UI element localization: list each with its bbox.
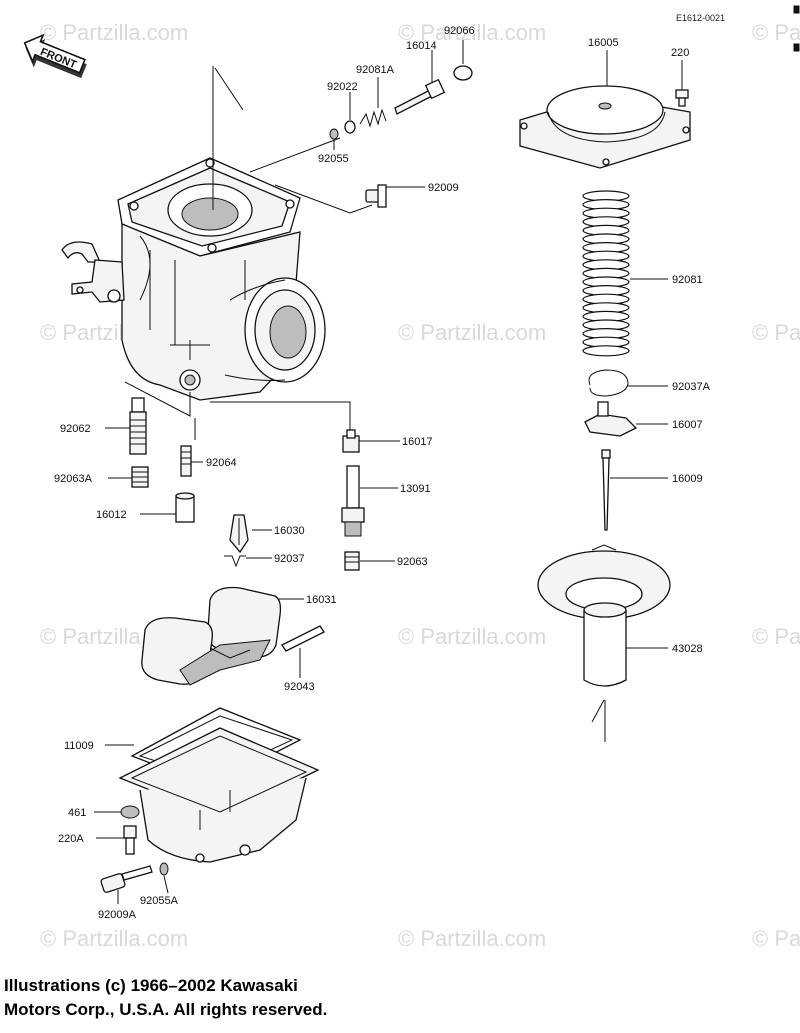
part-92037A — [588, 369, 629, 397]
callout-16030: 16030 — [274, 525, 305, 537]
part-92009A — [100, 865, 153, 893]
part-220 — [675, 89, 689, 107]
callout-13091: 13091 — [400, 483, 431, 495]
callout-92064: 92064 — [206, 457, 237, 469]
copyright-notice: Illustrations (c) 1966–2002 Kawasaki Mot… — [4, 974, 327, 1022]
part-92055A — [159, 862, 169, 876]
spring-coil — [582, 345, 630, 357]
watermark-text: © Partzilla.com — [752, 320, 800, 345]
callout-92066: 92066 — [444, 25, 475, 37]
part-43028 — [537, 544, 671, 687]
part-92043 — [281, 625, 325, 652]
watermark-text: © Partzilla.com — [398, 20, 546, 45]
callout-16017: 16017 — [402, 436, 433, 448]
callout-16031: 16031 — [306, 594, 337, 606]
copyright-line-2: Motors Corp., U.S.A. All rights reserved… — [4, 1000, 328, 1019]
callout-92009A: 92009A — [98, 909, 137, 921]
callout-92081: 92081 — [672, 274, 703, 286]
callout-16012: 16012 — [96, 509, 127, 521]
front-arrow-icon: FRONT — [23, 33, 87, 79]
callout-43028: 43028 — [672, 643, 703, 655]
watermark-text: © Partzilla.com — [398, 320, 546, 345]
watermark-text: © Partzilla.com — [40, 20, 188, 45]
callouts: 92066 16014 92081A 92022 92055 92009 160… — [54, 25, 711, 921]
watermark-text: © Partzilla.com — [398, 926, 546, 951]
watermark-text: © Partzilla.com — [40, 926, 188, 951]
part-92063A — [131, 466, 149, 488]
callout-92081A: 92081A — [356, 64, 395, 76]
watermark-text: © Partzilla.com — [752, 926, 800, 951]
watermark-text: © Partzilla.com — [398, 624, 546, 649]
watermark-text: © Partzilla.com — [752, 20, 800, 45]
watermark-text: © Partzilla.com — [752, 624, 800, 649]
part-16012 — [175, 492, 195, 523]
callout-92062: 92062 — [60, 423, 91, 435]
part-92055 — [329, 128, 339, 140]
part-220A — [123, 825, 137, 855]
callout-16009: 16009 — [672, 473, 703, 485]
callout-92009: 92009 — [428, 182, 459, 194]
corner-mark — [793, 5, 800, 14]
part-92009 — [365, 184, 387, 208]
part-92037 — [224, 555, 246, 568]
part-16007 — [584, 401, 638, 437]
callout-92037: 92037 — [274, 553, 305, 565]
callout-92055A: 92055A — [140, 895, 179, 907]
part-16009 — [601, 449, 611, 531]
callout-16007: 16007 — [672, 419, 703, 431]
callout-92055: 92055 — [318, 153, 349, 165]
callout-461: 461 — [68, 807, 86, 819]
part-92062 — [129, 397, 147, 455]
part-92066 — [453, 65, 473, 81]
part-16030 — [229, 514, 249, 554]
part-16031 — [141, 586, 282, 686]
part-16005 — [519, 85, 691, 169]
part-92081A — [359, 108, 387, 128]
part-92063 — [344, 551, 360, 571]
copyright-line-1: Illustrations (c) 1966–2002 Kawasaki — [4, 976, 298, 995]
part-16014 — [394, 78, 446, 115]
part-92022 — [344, 120, 356, 134]
part-92081 — [582, 190, 630, 357]
part-13091 — [341, 465, 365, 537]
callout-220: 220 — [671, 47, 689, 59]
part-16017 — [342, 429, 360, 453]
callout-92063: 92063 — [397, 556, 428, 568]
corner-mark — [793, 43, 800, 52]
reference-code: E1612-0021 — [676, 13, 725, 23]
callout-92022: 92022 — [327, 81, 358, 93]
part-461 — [120, 805, 140, 819]
float-bowl — [118, 727, 320, 863]
callout-220A: 220A — [58, 833, 84, 845]
callout-92063A: 92063A — [54, 473, 93, 485]
callout-92037A: 92037A — [672, 381, 711, 393]
callout-16005: 16005 — [588, 37, 619, 49]
carburetor-body — [61, 157, 326, 401]
part-92064 — [180, 445, 192, 477]
callout-92043: 92043 — [284, 681, 315, 693]
callout-16014: 16014 — [406, 40, 437, 52]
callout-11009: 11009 — [64, 740, 94, 752]
